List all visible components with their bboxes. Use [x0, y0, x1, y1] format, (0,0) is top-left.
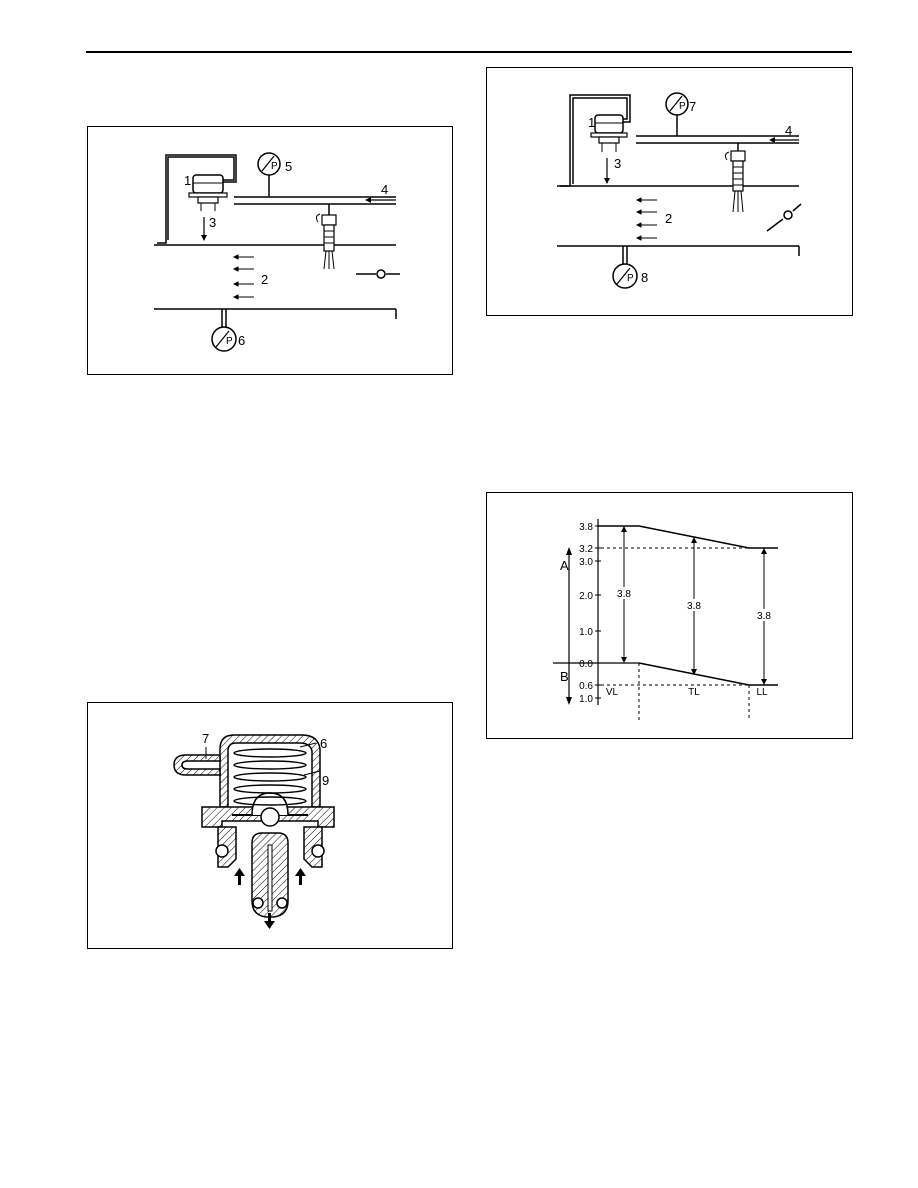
pressure-gauge-6: P — [211, 326, 237, 352]
tick-label: 0.0 — [579, 659, 593, 670]
label-3: 3 — [614, 156, 621, 171]
label-9: 9 — [322, 773, 329, 788]
label-5: 5 — [285, 159, 292, 174]
svg-text:P: P — [679, 101, 686, 112]
figure-pressure-chart: A B 3.8 3.2 3.0 2.0 1.0 0.0 0.6 1.0 3.8 … — [486, 492, 853, 739]
tick-label: 0.6 — [579, 681, 593, 692]
fuel-injector — [724, 150, 746, 213]
label-8: 8 — [641, 270, 648, 285]
label-2: 2 — [665, 211, 672, 226]
label-7: 7 — [689, 99, 696, 114]
tick-label: 3.0 — [579, 557, 593, 568]
label-1: 1 — [184, 173, 191, 188]
label-2: 2 — [261, 272, 268, 287]
dimension-label: 3.8 — [617, 589, 631, 600]
svg-text:P: P — [627, 273, 634, 284]
regulator-cross-section: 7 6 9 — [173, 731, 335, 929]
axis-label-b: B — [560, 669, 569, 684]
figure-pressure-test-load: P P 1 2 3 4 7 8 — [486, 67, 853, 316]
figure-pressure-test-idle: P P 1 2 3 4 5 6 — [87, 126, 453, 375]
tick-label: 3.8 — [579, 522, 593, 533]
fuel-system-diagram-1: P P 1 2 3 4 5 6 — [154, 152, 400, 352]
airflow-arrows — [232, 254, 254, 300]
header-rule — [86, 51, 852, 53]
label-4: 4 — [785, 123, 792, 138]
pressure-gauge-7: P — [665, 92, 689, 116]
fuel-system-diagram-2: P P 1 2 3 4 7 8 — [557, 92, 802, 289]
label-6: 6 — [320, 736, 327, 751]
tick-label: 1.0 — [579, 627, 593, 638]
label-3: 3 — [209, 215, 216, 230]
region-label-vl: VL — [606, 687, 619, 698]
fuel-pressure-regulator — [590, 114, 628, 184]
axis-label-a: A — [560, 558, 569, 573]
label-7: 7 — [202, 731, 209, 746]
pressure-gauge-5: P — [257, 152, 281, 176]
airflow-arrows — [635, 197, 657, 241]
spring — [233, 748, 307, 806]
label-6: 6 — [238, 333, 245, 348]
label-4: 4 — [381, 182, 388, 197]
label-1: 1 — [588, 115, 595, 130]
pressure-graph: A B 3.8 3.2 3.0 2.0 1.0 0.0 0.6 1.0 3.8 … — [553, 519, 778, 721]
fuel-injector — [315, 213, 337, 270]
svg-text:P: P — [226, 336, 233, 347]
pressure-gauge-8: P — [612, 263, 638, 289]
region-label-ll: LL — [756, 687, 768, 698]
tick-label: 1.0 — [579, 694, 593, 705]
fuel-pressure-regulator — [188, 174, 228, 241]
dimension-label: 3.8 — [757, 611, 771, 622]
region-label-tl: TL — [688, 687, 700, 698]
tick-label: 3.2 — [579, 544, 593, 555]
figure-regulator-cutaway: 7 6 9 — [87, 702, 453, 949]
dimension-label: 3.8 — [687, 601, 701, 612]
tick-label: 2.0 — [579, 591, 593, 602]
svg-text:P: P — [271, 161, 278, 172]
